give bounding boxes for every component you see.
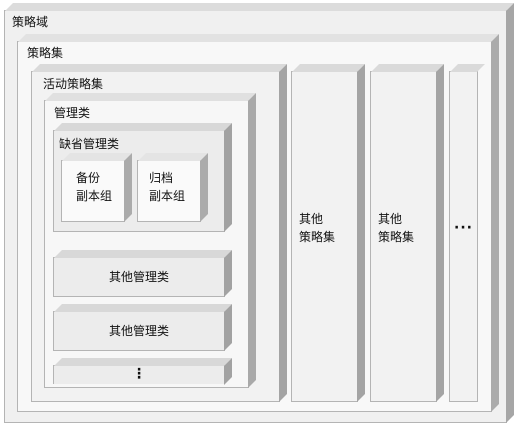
policy-set-side-face [491, 34, 499, 412]
more-policy-sets-ellipsis: ··· [454, 220, 473, 236]
more-management-classes-side-face [224, 358, 232, 385]
other-policy-set-side-face [436, 64, 444, 402]
other-policy-set-box: 其他 策略集 [291, 71, 358, 402]
more-policy-sets-top-face [450, 64, 485, 72]
other-policy-set-label: 其他 策略集 [299, 212, 336, 244]
other-policy-set-label: 其他 策略集 [378, 212, 415, 244]
policy-domain-top-face [5, 3, 514, 11]
backup-copy-group-box: 备份 副本组 [61, 160, 125, 222]
other-policy-set-box: 其他 策略集 [370, 71, 437, 402]
default-management-class-side-face [224, 123, 232, 232]
other-management-class-label: 其他管理类 [108, 270, 169, 284]
active-policy-set-label: 活动策略集 [43, 77, 104, 91]
management-class-box: 管理类 缺省管理类 备份 副本组 [44, 100, 249, 388]
management-class-label: 管理类 [54, 106, 91, 120]
policy-set-box: 策略集 活动策略集 管理类 缺省管理类 [17, 41, 492, 412]
other-management-class-side-face [224, 250, 232, 297]
other-management-class-side-face [224, 304, 232, 351]
policy-set-label: 策略集 [27, 46, 64, 60]
other-policy-set-side-face [357, 64, 365, 402]
policy-domain-box: 策略域 策略集 活动策略集 管理类 缺省管理类 [4, 10, 507, 423]
other-management-class-top-face [54, 250, 232, 258]
active-policy-set-side-face [279, 64, 287, 402]
other-management-class-label: 其他管理类 [108, 324, 169, 338]
archive-copy-group-top-face [138, 153, 208, 161]
other-management-class-top-face [54, 304, 232, 312]
active-policy-set-top-face [32, 64, 287, 72]
default-management-class-top-face [54, 123, 232, 131]
policy-domain-label: 策略域 [12, 15, 49, 29]
policy-set-top-face [18, 34, 499, 42]
other-policy-set-top-face [292, 64, 365, 72]
management-class-side-face [248, 93, 256, 388]
backup-copy-group-label: 备份 副本组 [76, 171, 113, 203]
other-management-class-box: 其他管理类 [53, 257, 225, 297]
default-management-class-box: 缺省管理类 备份 副本组 归档 副本组 [53, 130, 225, 232]
backup-copy-group-side-face [124, 153, 132, 222]
other-policy-set-top-face [371, 64, 444, 72]
active-policy-set-box: 活动策略集 管理类 缺省管理类 备份 副本组 [31, 71, 280, 402]
default-management-class-label: 缺省管理类 [59, 137, 120, 151]
backup-copy-group-top-face [62, 153, 132, 161]
more-policy-sets-box: ··· [449, 71, 478, 402]
other-management-class-box: 其他管理类 [53, 311, 225, 351]
archive-copy-group-side-face [200, 153, 208, 222]
management-class-top-face [45, 93, 256, 101]
more-management-classes-box: ⋮ [53, 365, 225, 384]
more-management-classes-ellipsis: ⋮ [132, 366, 146, 382]
archive-copy-group-label: 归档 副本组 [149, 171, 186, 203]
archive-copy-group-box: 归档 副本组 [137, 160, 201, 222]
policy-domain-side-face [506, 3, 514, 423]
more-management-classes-top-face [54, 358, 232, 366]
